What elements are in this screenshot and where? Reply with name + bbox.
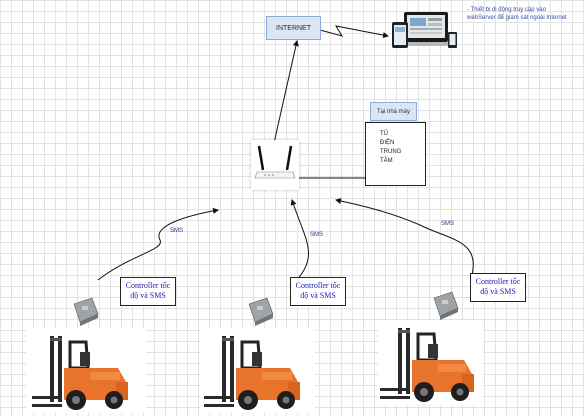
internet-box: INTERNET xyxy=(266,16,321,40)
arrow-sms-right xyxy=(335,198,474,276)
site-label: Tại nhà máy xyxy=(370,102,417,121)
controller-box-right: Controller tốc độ và SMS xyxy=(470,273,526,302)
site-label-text: Tại nhà máy xyxy=(376,108,410,115)
controller-box-left: Controller tốc độ và SMS xyxy=(120,277,176,306)
note-text: - Thiết bị di động truy cập vào webServe… xyxy=(467,7,567,21)
sms-label-left: SMS xyxy=(170,228,184,234)
cabinet-line: TRUNG xyxy=(380,149,402,155)
forklift-icon xyxy=(378,320,483,405)
controller-icon xyxy=(433,291,459,320)
forklift-icon xyxy=(200,328,315,413)
arrow-internet-devices xyxy=(319,25,389,39)
router-icon xyxy=(254,145,296,179)
cabinet-line: ĐIỆN xyxy=(380,140,395,146)
cabinet-line: TÂM xyxy=(380,158,393,164)
controller-box-center: Controller tốc độ và SMS xyxy=(290,277,346,306)
sms-label-right: SMS xyxy=(441,221,455,227)
internet-label: INTERNET xyxy=(276,24,311,32)
cabinet-line: TỦ xyxy=(380,131,388,137)
controller-icon xyxy=(248,297,274,326)
forklift-icon xyxy=(26,328,146,413)
cabinet-box: TỦ ĐIỆN TRUNG TÂM xyxy=(365,122,426,186)
arrow-router-internet xyxy=(269,40,299,149)
arrow-sms-center xyxy=(290,199,309,283)
router-card xyxy=(251,140,299,190)
arrow-sms-left xyxy=(97,207,219,281)
devices-icon xyxy=(392,12,457,48)
sms-label-center: SMS xyxy=(310,232,324,238)
controller-icon xyxy=(73,297,99,326)
